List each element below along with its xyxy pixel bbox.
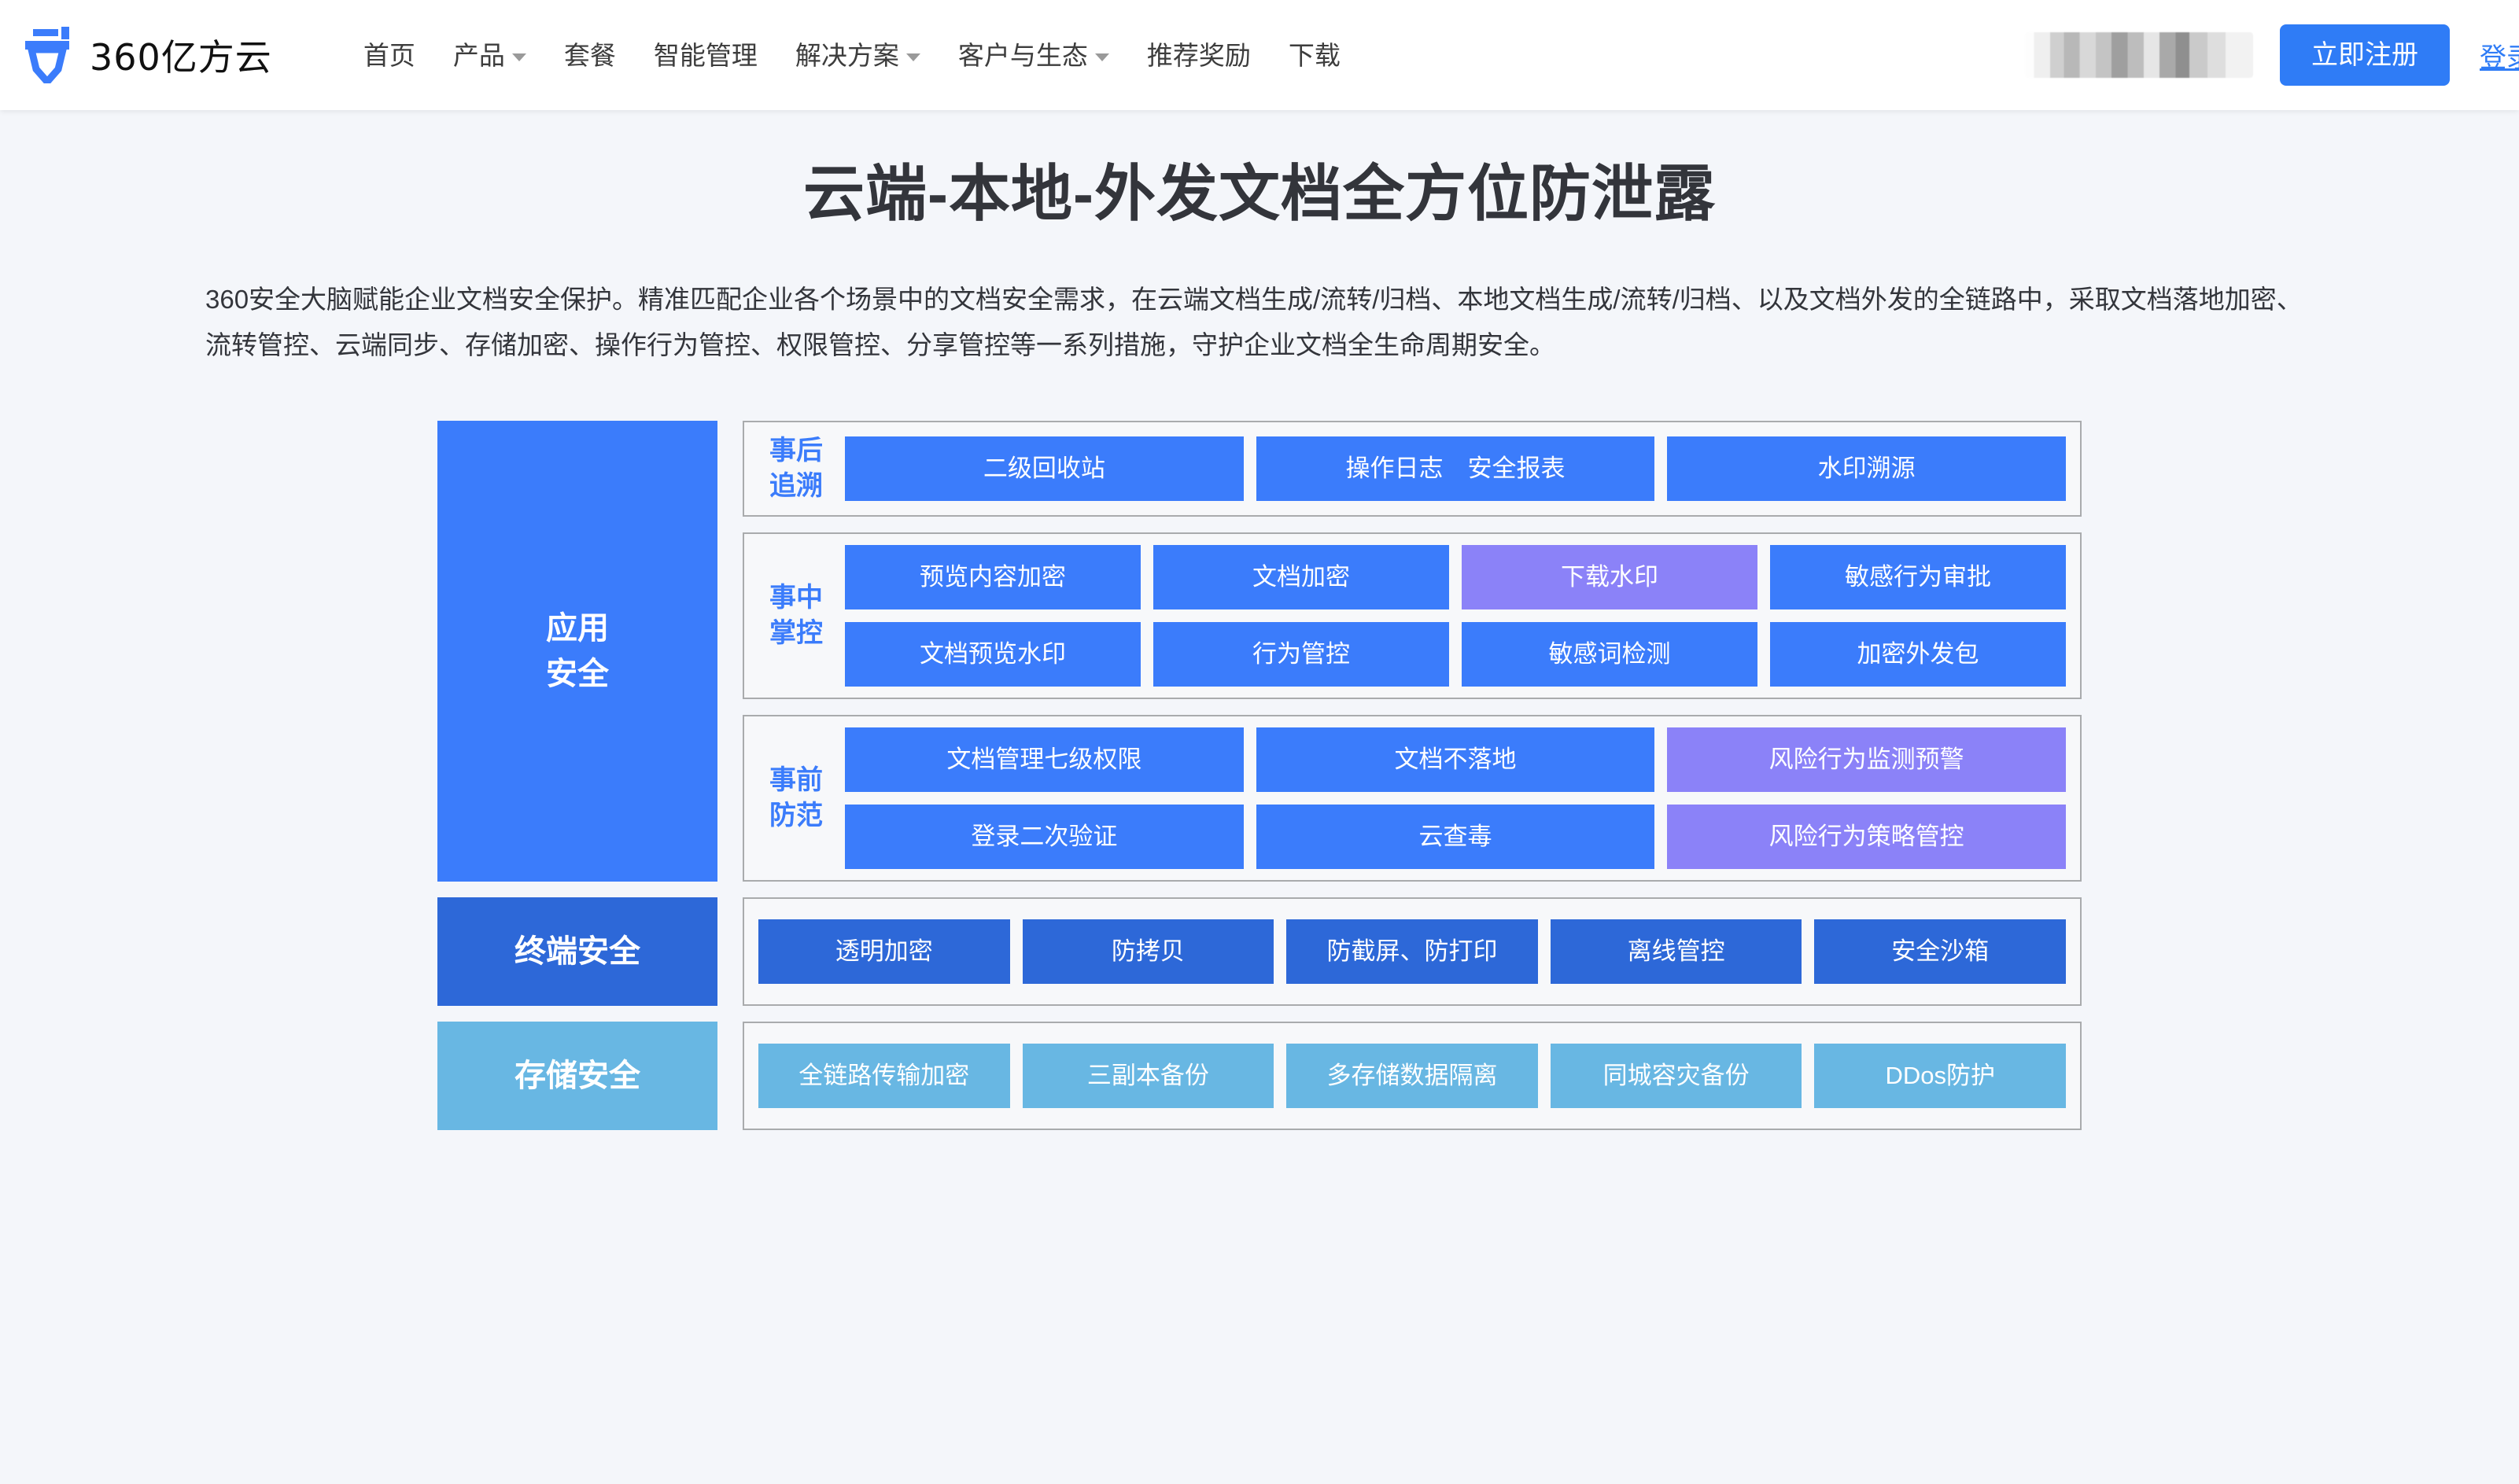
- header-actions: 立即注册 登录: [2025, 0, 2519, 110]
- feature-cell[interactable]: 下载水印: [1462, 544, 1757, 609]
- category-label: 应用 安全: [546, 610, 609, 691]
- group-storage-security: 全链路传输加密 三副本备份 多存储数据隔离 同城容灾备份 DDos防护: [743, 1021, 2082, 1130]
- group-grid: 预览内容加密 文档加密 下载水印 敏感行为审批 文档预览水印 行为管控 敏感词检…: [845, 544, 2066, 687]
- feature-cell[interactable]: 文档加密: [1153, 544, 1449, 609]
- nav-item-solutions[interactable]: 解决方案: [776, 42, 939, 68]
- feature-cell[interactable]: 同城容灾备份: [1550, 1043, 1802, 1108]
- feature-cell[interactable]: 行为管控: [1153, 621, 1449, 687]
- group-label-in-progress-control: 事中 掌控: [769, 582, 823, 648]
- feature-cell[interactable]: 风险行为策略管控: [1667, 804, 2066, 869]
- nav-item-home[interactable]: 首页: [345, 42, 434, 68]
- nav-item-label: 下载: [1288, 40, 1341, 70]
- hero-description: 360安全大脑赋能企业文档安全保护。精准匹配企业各个场景中的文档安全需求，在云端…: [205, 284, 2303, 360]
- group-pre-incident-prevention: 事前 防范 文档管理七级权限 文档不落地 风险行为监测预警 登录二次验证 云查毒…: [743, 714, 2082, 882]
- storage-security-groups: 全链路传输加密 三副本备份 多存储数据隔离 同城容灾备份 DDos防护: [743, 1021, 2082, 1130]
- group-grid: 二级回收站 操作日志 安全报表 水印溯源: [845, 436, 2066, 501]
- group-label-post-incident-trace: 事后 追溯: [769, 435, 823, 501]
- category-label: 终端安全: [514, 933, 640, 969]
- nav-item-referral-rewards[interactable]: 推荐奖励: [1128, 42, 1270, 68]
- feature-cell[interactable]: 敏感行为审批: [1770, 544, 2066, 609]
- nav-item-plans[interactable]: 套餐: [545, 42, 635, 68]
- nav-item-download[interactable]: 下载: [1270, 42, 1359, 68]
- feature-cell[interactable]: 登录二次验证: [845, 804, 1244, 869]
- nav-item-label: 智能管理: [653, 40, 758, 70]
- feature-cell[interactable]: 全链路传输加密: [758, 1043, 1010, 1108]
- nav-item-label: 套餐: [563, 40, 616, 70]
- nav-item-smart-management[interactable]: 智能管理: [635, 42, 776, 68]
- category-label: 存储安全: [514, 1058, 640, 1093]
- feature-cell[interactable]: 敏感词检测: [1462, 621, 1757, 687]
- chevron-down-icon: [1094, 53, 1109, 61]
- feature-cell[interactable]: 离线管控: [1550, 919, 1802, 984]
- category-block-endpoint-security: 终端安全: [437, 897, 717, 1006]
- site-header: 360亿方云 首页 产品 套餐 智能管理 解决方案 客户与生态 推荐奖励 下载: [0, 0, 2519, 110]
- feature-cell[interactable]: 三副本备份: [1022, 1043, 1274, 1108]
- feature-cell[interactable]: 风险行为监测预警: [1667, 727, 2066, 792]
- brand-logo[interactable]: 360亿方云: [24, 27, 272, 87]
- brand-name: 360亿方云: [90, 36, 272, 79]
- page-title: 云端-本地-外发文档全方位防泄露: [803, 159, 1716, 228]
- feature-cell[interactable]: 水印溯源: [1667, 436, 2066, 501]
- login-link[interactable]: 登录: [2480, 42, 2519, 73]
- nav-item-label: 首页: [363, 40, 415, 70]
- feature-cell[interactable]: 操作日志 安全报表: [1256, 436, 1655, 501]
- register-button[interactable]: 立即注册: [2280, 24, 2450, 86]
- redacted-user-identity: [2025, 32, 2253, 78]
- arch-row-endpoint-security: 终端安全 透明加密 防拷贝 防截屏、防打印 离线管控 安全沙箱: [437, 897, 2082, 1006]
- feature-cell[interactable]: 文档预览水印: [845, 621, 1141, 687]
- feature-cell[interactable]: 防截屏、防打印: [1286, 919, 1538, 984]
- feature-cell[interactable]: 文档管理七级权限: [845, 727, 1244, 792]
- feature-cell[interactable]: 加密外发包: [1770, 621, 2066, 687]
- feature-cell[interactable]: 多存储数据隔离: [1286, 1043, 1538, 1108]
- feature-cell[interactable]: 安全沙箱: [1814, 919, 2066, 984]
- feature-cell[interactable]: 云查毒: [1256, 804, 1655, 869]
- application-security-groups: 事后 追溯 二级回收站 操作日志 安全报表 水印溯源 事中 掌控 预览内容加密 …: [743, 420, 2082, 882]
- feature-cell[interactable]: 透明加密: [758, 919, 1010, 984]
- feature-cell[interactable]: 防拷贝: [1022, 919, 1274, 984]
- yifangyun-logo-icon: [24, 27, 76, 87]
- chevron-down-icon: [511, 53, 526, 61]
- nav-item-label: 解决方案: [795, 40, 899, 70]
- nav-item-label: 产品: [452, 40, 505, 70]
- group-endpoint-security: 透明加密 防拷贝 防截屏、防打印 离线管控 安全沙箱: [743, 897, 2082, 1006]
- main-nav: 首页 产品 套餐 智能管理 解决方案 客户与生态 推荐奖励 下载: [345, 42, 1359, 68]
- hero-section: 云端-本地-外发文档全方位防泄露 360安全大脑赋能企业文档安全保护。精准匹配企…: [0, 110, 2519, 369]
- category-block-storage-security: 存储安全: [437, 1021, 717, 1130]
- feature-cell[interactable]: DDos防护: [1814, 1043, 2066, 1108]
- group-grid: 透明加密 防拷贝 防截屏、防打印 离线管控 安全沙箱: [758, 919, 2066, 984]
- group-post-incident-trace: 事后 追溯 二级回收站 操作日志 安全报表 水印溯源: [743, 420, 2082, 517]
- nav-item-label: 客户与生态: [957, 40, 1088, 70]
- endpoint-security-groups: 透明加密 防拷贝 防截屏、防打印 离线管控 安全沙箱: [743, 897, 2082, 1006]
- category-block-application-security: 应用 安全: [437, 420, 717, 882]
- feature-cell[interactable]: 二级回收站: [845, 436, 1244, 501]
- group-grid: 全链路传输加密 三副本备份 多存储数据隔离 同城容灾备份 DDos防护: [758, 1043, 2066, 1108]
- group-in-progress-control: 事中 掌控 预览内容加密 文档加密 下载水印 敏感行为审批 文档预览水印 行为管…: [743, 532, 2082, 699]
- arch-row-application-security: 应用 安全 事后 追溯 二级回收站 操作日志 安全报表 水印溯源: [437, 420, 2082, 882]
- security-architecture-diagram: 应用 安全 事后 追溯 二级回收站 操作日志 安全报表 水印溯源: [437, 420, 2082, 1130]
- nav-item-products[interactable]: 产品: [434, 42, 545, 68]
- feature-cell[interactable]: 文档不落地: [1256, 727, 1655, 792]
- group-grid: 文档管理七级权限 文档不落地 风险行为监测预警 登录二次验证 云查毒 风险行为策…: [845, 727, 2066, 869]
- chevron-down-icon: [905, 53, 920, 61]
- arch-row-storage-security: 存储安全 全链路传输加密 三副本备份 多存储数据隔离 同城容灾备份 DDos防护: [437, 1021, 2082, 1130]
- nav-item-customers-ecosystem[interactable]: 客户与生态: [939, 42, 1128, 68]
- group-label-pre-incident-prevention: 事前 防范: [769, 764, 823, 830]
- feature-cell[interactable]: 预览内容加密: [845, 544, 1141, 609]
- nav-item-label: 推荐奖励: [1146, 40, 1251, 70]
